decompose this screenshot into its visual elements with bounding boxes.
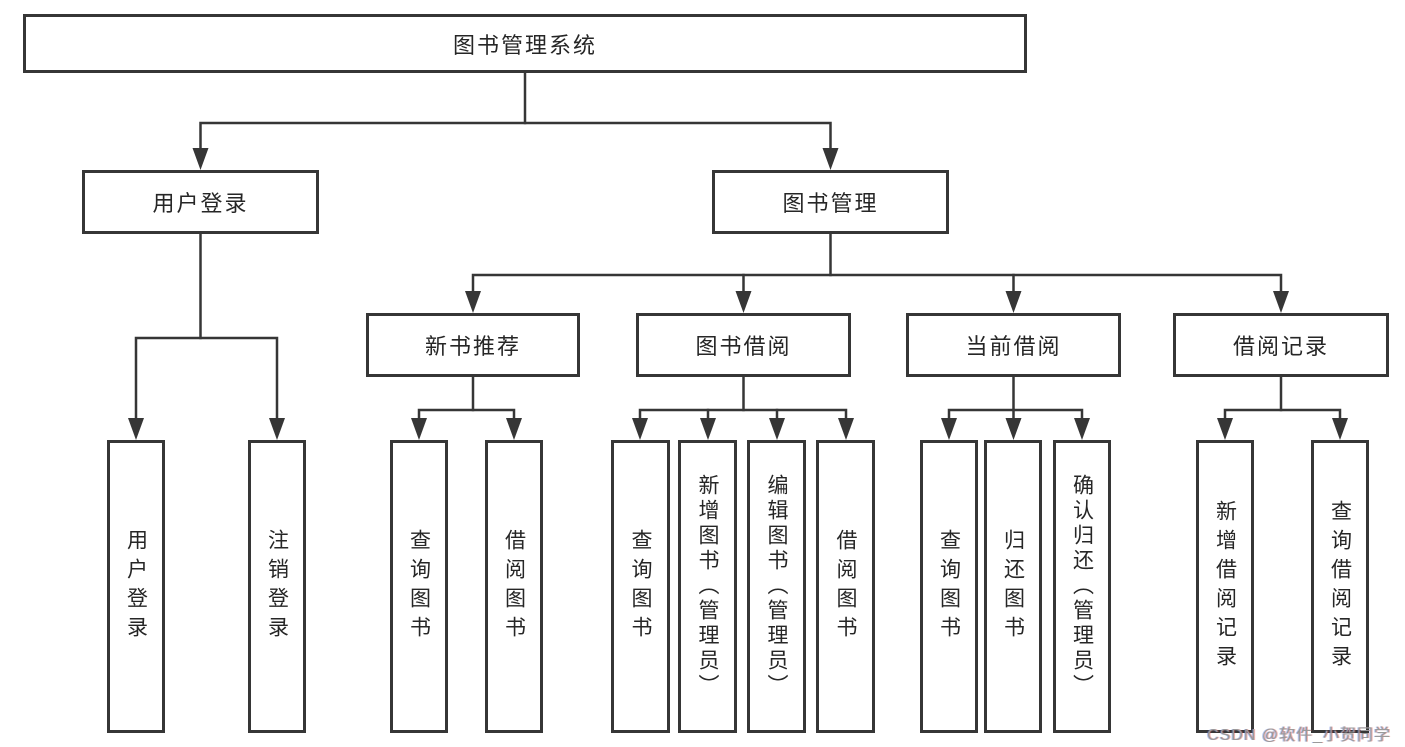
connector-borrow-bracket (638, 408, 848, 426)
arrow-down-icon (506, 418, 522, 440)
arrow-down-icon (1273, 291, 1289, 313)
leaf-borrow-books-borrow: 借阅图书 (816, 440, 875, 733)
node-user-login: 用户登录 (82, 170, 319, 234)
leaf-label: 用户登录 (124, 528, 148, 645)
leaf-confirm-return-admin: 确认归还（管理员） (1053, 440, 1111, 733)
leaf-label: 查询借阅记录 (1328, 499, 1352, 674)
leaf-label: 归还图书 (1001, 528, 1025, 645)
connector-user-bracket (134, 336, 279, 424)
node-root-system: 图书管理系统 (23, 14, 1027, 73)
arrow-down-icon (128, 418, 144, 440)
arrow-down-icon (269, 418, 285, 440)
arrow-down-icon (822, 148, 839, 170)
leaf-label: 确认归还（管理员） (1070, 474, 1094, 699)
leaf-label: 借阅图书 (834, 528, 857, 645)
arrow-down-icon (769, 418, 785, 440)
leaf-query-books-current: 查询图书 (920, 440, 978, 733)
arrow-down-icon (465, 291, 481, 313)
leaf-user-login: 用户登录 (107, 440, 165, 733)
connector-current-bracket (947, 408, 1084, 426)
arrow-down-icon (1005, 291, 1022, 313)
arrow-down-icon (1005, 418, 1022, 440)
leaf-label: 借阅图书 (502, 528, 526, 645)
leaf-query-books-recommend: 查询图书 (390, 440, 448, 733)
leaf-label: 注销登录 (265, 528, 289, 645)
leaf-label: 编辑图书（管理员） (765, 474, 788, 699)
leaf-return-book: 归还图书 (984, 440, 1042, 733)
csdn-watermark: CSDN @软件_小贺同学 (1207, 727, 1391, 744)
leaf-logout-login: 注销登录 (248, 440, 306, 733)
node-borrow-records: 借阅记录 (1173, 313, 1389, 377)
arrow-down-icon (1217, 418, 1233, 440)
connector-recommend-bracket (417, 408, 516, 426)
leaf-label: 查询图书 (629, 528, 652, 645)
leaf-add-book-admin: 新增图书（管理员） (678, 440, 737, 733)
leaf-edit-book-admin: 编辑图书（管理员） (747, 440, 806, 733)
arrow-down-icon (941, 418, 957, 440)
arrow-down-icon (411, 418, 427, 440)
arrow-down-icon (838, 418, 854, 440)
arrow-down-icon (192, 148, 209, 170)
connector-records-bracket (1223, 408, 1342, 426)
connector-level2-bracket (199, 121, 832, 154)
leaf-query-borrow-record: 查询借阅记录 (1311, 440, 1369, 733)
leaf-borrow-books-recommend: 借阅图书 (485, 440, 543, 733)
arrowheads (128, 148, 1348, 440)
arrow-down-icon (632, 418, 648, 440)
leaf-label: 查询图书 (937, 528, 961, 645)
arrow-down-icon (735, 291, 752, 313)
arrow-down-icon (700, 418, 716, 440)
connector-level3-bracket (471, 273, 1283, 297)
leaf-add-borrow-record: 新增借阅记录 (1196, 440, 1254, 733)
node-new-book-recommend: 新书推荐 (366, 313, 580, 377)
leaf-label: 查询图书 (407, 528, 431, 645)
leaf-query-books-borrow: 查询图书 (611, 440, 670, 733)
node-current-borrow: 当前借阅 (906, 313, 1121, 377)
arrow-down-icon (1074, 418, 1090, 440)
node-book-borrow: 图书借阅 (636, 313, 851, 377)
leaf-label: 新增图书（管理员） (696, 474, 719, 699)
node-book-management: 图书管理 (712, 170, 949, 234)
arrow-down-icon (1332, 418, 1348, 440)
leaf-label: 新增借阅记录 (1213, 499, 1237, 674)
